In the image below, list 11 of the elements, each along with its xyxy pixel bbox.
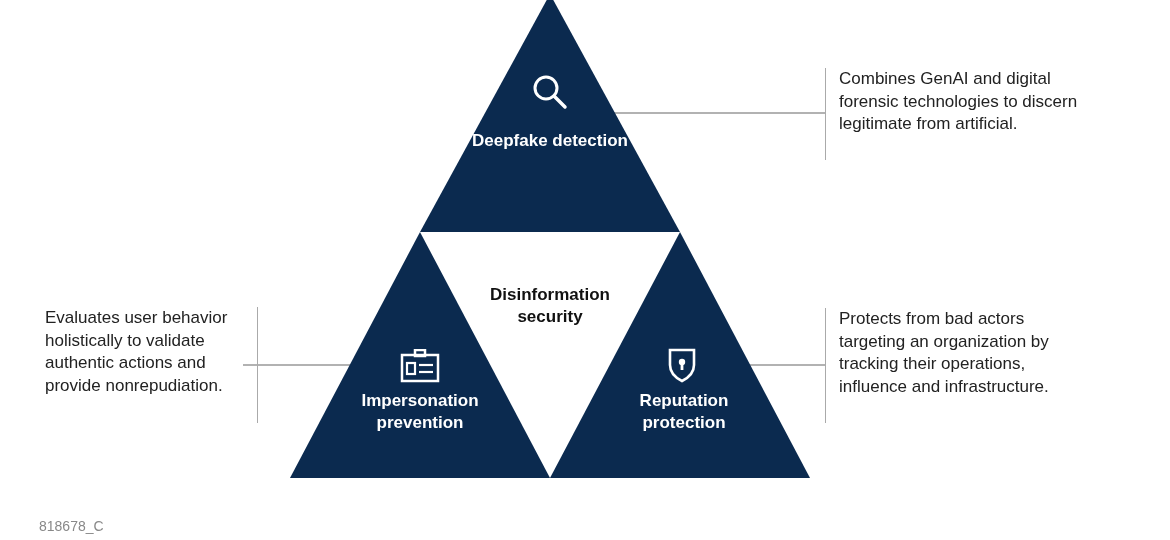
figure-code: 818678_C [39, 518, 104, 534]
description-text: Protects from bad actors targeting an organization by tracking their operations, influence and infrastructure. [825, 308, 1079, 423]
description-text: Combines GenAI and digital forensic technologies to discern legitimate from artificial. [825, 68, 1079, 160]
leader-line [613, 112, 826, 114]
segment-title: Reputation protection [638, 390, 730, 434]
center-title: Disinformation security [470, 284, 630, 328]
leader-line [242, 364, 351, 366]
segment-title: Impersonation prevention [360, 390, 480, 434]
description-text: Evaluates user behavior holistically to validate authentic actions and provide nonrepudiation. [45, 307, 258, 423]
leader-line [749, 364, 826, 366]
segment-title: Deepfake detection [471, 130, 629, 152]
